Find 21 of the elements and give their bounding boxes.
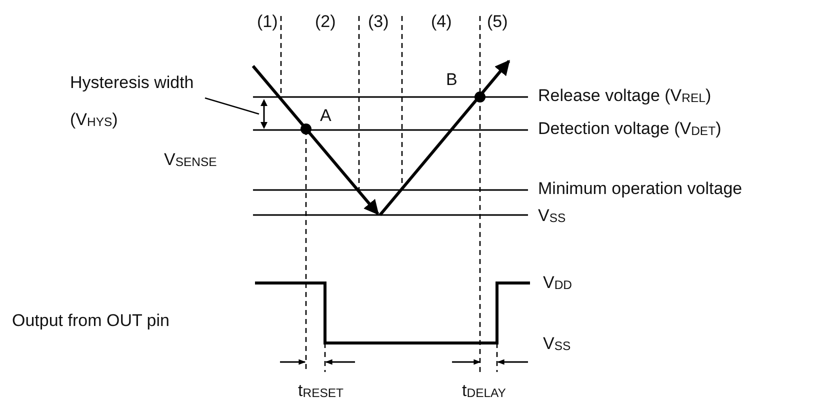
annotation-text: Hysteresis width xyxy=(70,73,194,93)
dimension-arrow xyxy=(259,98,269,130)
phase-number: (3) xyxy=(368,12,389,32)
time-label: t$_{DELAY}$ xyxy=(462,381,506,401)
leader-line xyxy=(204,97,260,115)
point-label: B xyxy=(446,70,458,90)
level-label: V$_{SS}$ xyxy=(543,334,571,354)
phase-number: (1) xyxy=(257,12,278,32)
signal-label: Output from OUT pin xyxy=(12,311,170,331)
signal-label: V$_{SENSE}$ xyxy=(164,150,217,170)
level-label: Release voltage (V$_{REL}$) xyxy=(538,86,712,106)
annotation-text: (V$_{HYS}$) xyxy=(70,110,118,130)
phase-number: (2) xyxy=(315,12,336,32)
phase-number: (4) xyxy=(431,12,452,32)
point-label: A xyxy=(320,106,332,126)
level-label: V$_{DD}$ xyxy=(543,273,572,293)
time-label: t$_{RESET}$ xyxy=(298,381,344,401)
level-label: V$_{SS}$ xyxy=(538,206,566,226)
level-label: Detection voltage (V$_{DET}$) xyxy=(538,119,722,139)
phase-number: (5) xyxy=(487,12,508,32)
level-label: Minimum operation voltage xyxy=(538,179,742,199)
